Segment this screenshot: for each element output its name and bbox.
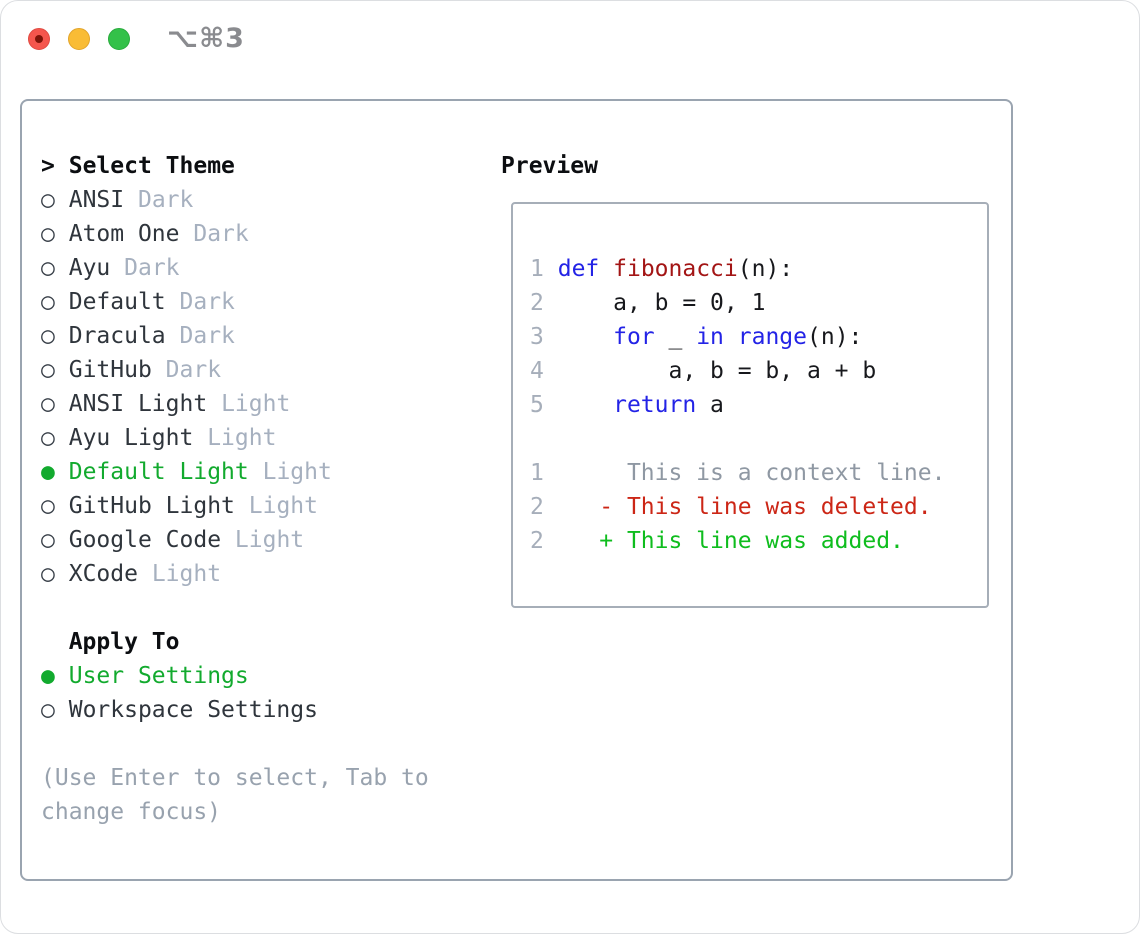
theme-option[interactable]: ○ XCode Light xyxy=(41,557,438,591)
theme-option[interactable]: ○ Google Code Light xyxy=(41,523,438,557)
apply-to-header: Apply To xyxy=(41,625,438,659)
radio-unselected-icon: ○ xyxy=(41,493,55,519)
radio-selected-icon: ● xyxy=(41,663,55,689)
variant-tag: Dark xyxy=(165,357,222,383)
apply-to-option[interactable]: ○ Workspace Settings xyxy=(41,693,438,727)
code-line: 2 + This line was added. xyxy=(530,528,904,554)
option-label: Workspace Settings xyxy=(68,697,318,723)
option-label: Atom One xyxy=(68,221,180,247)
theme-option[interactable]: ○ Atom One Dark xyxy=(41,217,438,251)
spacer xyxy=(41,591,438,625)
option-label: ANSI xyxy=(68,187,125,213)
code-line: 3 for _ in range(n): xyxy=(530,324,863,350)
option-label: Ayu Light xyxy=(68,425,194,451)
select-theme-header: > Select Theme xyxy=(41,149,438,183)
code-line: 4 a, b = b, a + b xyxy=(530,358,877,384)
code-line: 1 This is a context line. xyxy=(530,460,946,486)
theme-option[interactable]: ○ Ayu Dark xyxy=(41,251,438,285)
variant-tag: Dark xyxy=(137,187,194,213)
unsaved-dot-icon xyxy=(35,35,43,43)
variant-tag: Light xyxy=(221,391,291,417)
radio-unselected-icon: ○ xyxy=(41,323,55,349)
variant-tag: Dark xyxy=(124,255,180,281)
apply-to-list: ● User Settings○ Workspace Settings xyxy=(41,659,438,727)
minimize-button[interactable] xyxy=(68,28,90,50)
radio-selected-icon: ● xyxy=(41,459,55,485)
radio-unselected-icon: ○ xyxy=(41,187,55,213)
theme-option[interactable]: ● Default Light Light xyxy=(41,455,438,489)
variant-tag: Dark xyxy=(179,323,235,349)
option-label: User Settings xyxy=(68,663,249,689)
variant-tag: Light xyxy=(262,459,332,485)
theme-dialog: > Select Theme ○ ANSI Dark○ Atom One Dar… xyxy=(20,99,1013,881)
preview-code: 1 def fibonacci(n): 2 a, b = 0, 1 3 for _ … xyxy=(530,252,987,558)
radio-unselected-icon: ○ xyxy=(41,527,55,553)
zoom-button[interactable] xyxy=(108,28,130,50)
option-label: GitHub xyxy=(68,357,152,383)
theme-option[interactable]: ○ GitHub Light Light xyxy=(41,489,438,523)
window-title: ⌥⌘3 xyxy=(167,23,245,54)
preview-box: 1 def fibonacci(n): 2 a, b = 0, 1 3 for _ … xyxy=(511,202,989,608)
option-label: XCode xyxy=(68,561,138,587)
close-button[interactable] xyxy=(28,28,50,50)
header-prefix: > xyxy=(41,153,55,179)
radio-unselected-icon: ○ xyxy=(41,221,55,247)
option-label: Google Code xyxy=(68,527,222,553)
variant-tag: Light xyxy=(207,425,277,451)
radio-unselected-icon: ○ xyxy=(41,697,55,723)
apply-to-label: Apply To xyxy=(68,629,180,655)
theme-option[interactable]: ○ Dracula Dark xyxy=(41,319,438,353)
variant-tag: Dark xyxy=(193,221,249,247)
option-label: Dracula xyxy=(68,323,166,349)
radio-unselected-icon: ○ xyxy=(41,425,55,451)
apply-to-option[interactable]: ● User Settings xyxy=(41,659,438,693)
theme-option[interactable]: ○ ANSI Dark xyxy=(41,183,438,217)
code-line: 1 def fibonacci(n): xyxy=(530,256,794,282)
variant-tag: Light xyxy=(151,561,222,587)
theme-option[interactable]: ○ ANSI Light Light xyxy=(41,387,438,421)
variant-tag: Light xyxy=(234,527,305,553)
code-line: 2 - This line was deleted. xyxy=(530,494,932,520)
theme-option[interactable]: ○ Ayu Light Light xyxy=(41,421,438,455)
spacer xyxy=(41,727,438,761)
code-line: 2 a, b = 0, 1 xyxy=(530,290,766,316)
theme-option[interactable]: ○ Default Dark xyxy=(41,285,438,319)
theme-option[interactable]: ○ GitHub Dark xyxy=(41,353,438,387)
radio-unselected-icon: ○ xyxy=(41,561,55,587)
theme-list: ○ ANSI Dark○ Atom One Dark○ Ayu Dark○ De… xyxy=(41,183,438,591)
theme-list-column: > Select Theme ○ ANSI Dark○ Atom One Dar… xyxy=(41,149,438,829)
code-line: 5 return a xyxy=(530,392,724,418)
preview-header: Preview xyxy=(501,153,598,179)
select-theme-label: Select Theme xyxy=(68,153,235,179)
radio-unselected-icon: ○ xyxy=(41,391,55,417)
hint-text: (Use Enter to select, Tab to change focu… xyxy=(41,765,429,825)
option-label: Ayu xyxy=(68,255,111,281)
code-line xyxy=(530,422,987,456)
option-label: Default Light xyxy=(68,459,249,485)
radio-unselected-icon: ○ xyxy=(41,289,55,315)
titlebar: ⌥⌘3 xyxy=(1,1,1139,99)
radio-unselected-icon: ○ xyxy=(41,357,55,383)
radio-unselected-icon: ○ xyxy=(41,255,55,281)
option-label: Default xyxy=(68,289,166,315)
option-label: ANSI Light xyxy=(68,391,208,417)
option-label: GitHub Light xyxy=(68,493,235,519)
variant-tag: Dark xyxy=(179,289,235,315)
variant-tag: Light xyxy=(248,493,318,519)
